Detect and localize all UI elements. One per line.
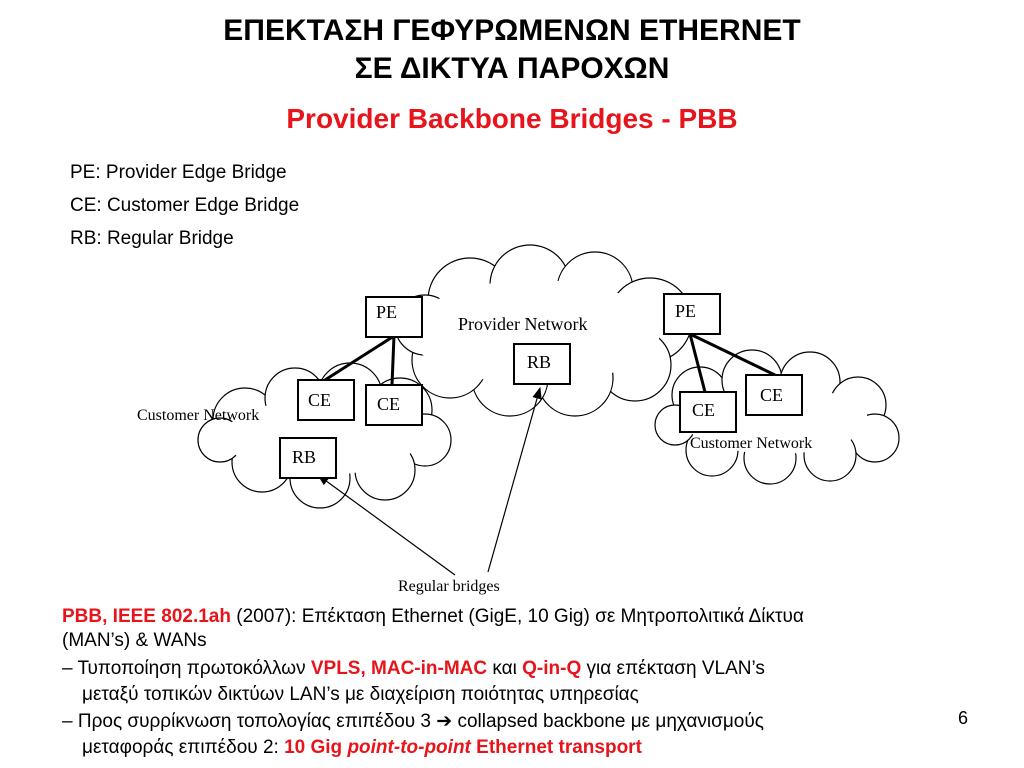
legend-rb: RB: Regular Bridge (70, 228, 234, 249)
connection-lines (324, 332, 776, 393)
bullet-topology-line2-pre: μεταφοράς επιπέδου 2: (82, 737, 285, 758)
bullet-protocols-line2: μεταξύ τοπικών δικτύων LAN’s με διαχείρι… (82, 684, 639, 705)
regular-bridges-label: Regular bridges (398, 578, 500, 595)
regular-bridges-arrows (317, 386, 542, 576)
right-arrow-icon: ➔ (436, 711, 453, 732)
ce-right-1-box (745, 374, 803, 416)
rb-customer-box (279, 437, 337, 479)
vpls-mac-in-mac: VPLS, MAC-in-MAC (310, 658, 488, 679)
page-number: 6 (957, 708, 968, 728)
provider-network-label: Provider Network (458, 314, 587, 334)
pbb-standard-paragraph: PBB, IEEE 802.1ah (2007): Επέκταση Ether… (62, 603, 962, 631)
subtitle: Provider Backbone Bridges - PBB (286, 103, 738, 134)
customer-network-left-label: Customer Network (137, 407, 259, 424)
bullet-protocols-mid: και (487, 658, 523, 679)
point-to-point: point-to-point (347, 737, 471, 758)
bullet-protocols-post: για επέκταση VLAN’s (581, 658, 765, 679)
ce-right-1-label: CE (760, 385, 783, 405)
rb-provider-label: RB (527, 352, 551, 372)
pe-right-label: PE (675, 301, 696, 321)
bullet-topology-post: collapsed backbone με μηχανισμούς (452, 711, 764, 732)
ethernet-transport: Ethernet transport (470, 737, 642, 758)
ten-gig: 10 Gig (284, 737, 348, 758)
customer-network-right-label: Customer Network (690, 435, 812, 452)
provider-network-cloud (394, 244, 693, 417)
ce-left-2-label: CE (377, 394, 400, 414)
pe-left-box (365, 296, 423, 338)
ce-left-1-box (297, 379, 355, 421)
title-line-1: ΕΠΕΚΤΑΣΗ ΓΕΦΥΡΩΜΕΝΩΝ ETHERNET (223, 14, 801, 47)
pe-left-label: PE (376, 302, 397, 322)
legend-pe: PE: Provider Edge Bridge (70, 162, 287, 183)
pbb-standard-line2: (MAN’s) & WANs (62, 630, 207, 651)
rb-provider-box (513, 343, 571, 385)
title-line-2: ΣΕ ΔΙΚΤΥΑ ΠΑΡΟΧΩΝ (354, 52, 670, 85)
ce-left-1-label: CE (308, 390, 331, 410)
bullet-topology: – Προς συρρίκνωση τοπολογίας επιπέδου 3 … (62, 708, 962, 736)
ce-right-2-label: CE (692, 400, 715, 420)
pbb-standard-text: (2007): Επέκταση Ethernet (GigE, 10 Gig)… (230, 606, 804, 627)
rb-customer-label: RB (292, 447, 316, 467)
bullet-topology-pre: – Προς συρρίκνωση τοπολογίας επιπέδου 3 (62, 711, 437, 732)
bullet-topology-line2: μεταφοράς επιπέδου 2: 10 Gig point-to-po… (82, 734, 982, 762)
legend-ce: CE: Customer Edge Bridge (70, 195, 300, 216)
q-in-q: Q-in-Q (522, 658, 582, 679)
ce-right-2-box (679, 391, 737, 433)
bullet-protocols-pre: – Τυποποίηση πρωτοκόλλων (62, 658, 311, 679)
pe-right-box (663, 293, 721, 335)
bullet-protocols: – Τυποποίηση πρωτοκόλλων VPLS, MAC-in-MA… (62, 655, 962, 683)
ce-left-2-box (365, 384, 423, 426)
pbb-standard-name: PBB, IEEE 802.1ah (62, 606, 231, 627)
